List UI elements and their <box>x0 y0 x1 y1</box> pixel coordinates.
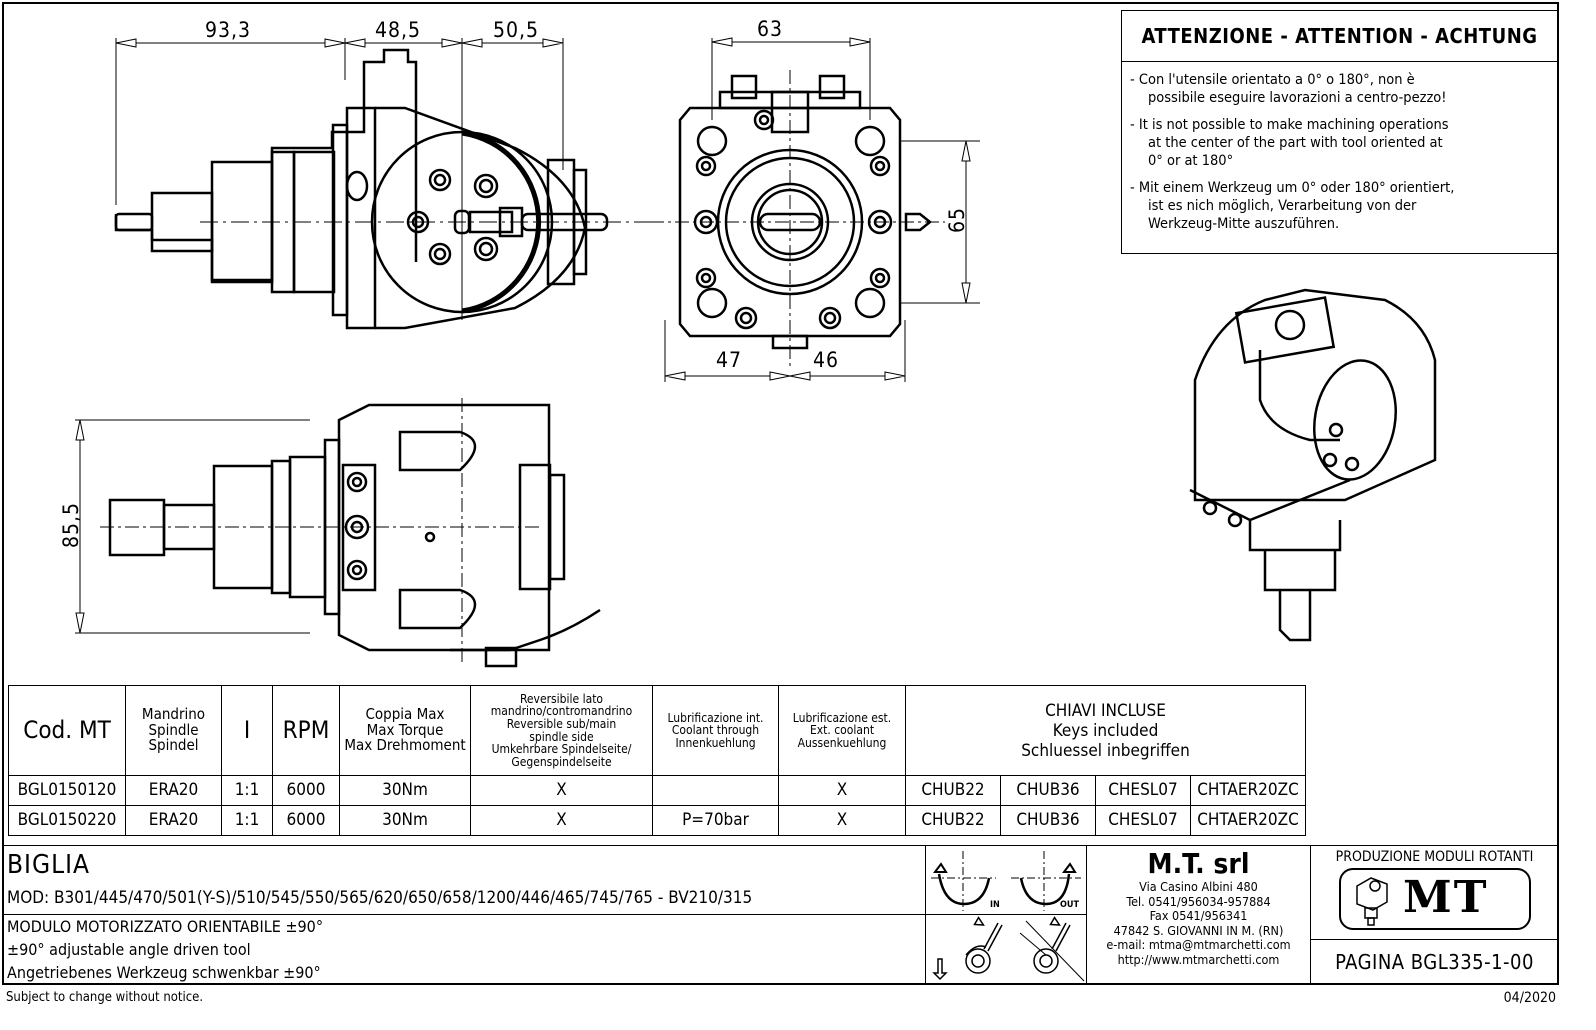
description-de: Angetriebenes Werkzeug schwenkbar ±90° <box>7 963 321 982</box>
header-reversible: Reversibile lato mandrino/contromandrino… <box>470 685 653 776</box>
key-usage-block <box>925 914 1087 985</box>
rotate-in-icon <box>937 873 991 906</box>
header-torque: Coppia Max Max Torque Max Drehmoment <box>339 685 471 776</box>
cell-key: CHTAER20ZC <box>1190 805 1306 836</box>
header-ratio: I <box>221 685 273 776</box>
company-email[interactable]: e-mail: mtma@mtmarchetti.com <box>1106 937 1291 952</box>
top-view <box>75 398 601 668</box>
brand-block: BIGLIA MOD: B301/445/470/501(Y-S)/510/54… <box>2 845 926 915</box>
company-website[interactable]: http://www.mtmarchetti.com <box>1117 951 1280 967</box>
dimension-label: 63 <box>757 17 784 41</box>
cell-spindle: ERA20 <box>125 805 222 836</box>
dimension-label: 47 <box>716 348 743 372</box>
cell-rpm: 6000 <box>272 775 340 806</box>
rotation-direction-block: IN OUT <box>925 845 1087 915</box>
description-block: MODULO MOTORIZZATO ORIENTABILE ±90° ±90°… <box>2 914 926 985</box>
header-ext-coolant: Lubrificazione est. Ext. coolant Aussenk… <box>778 685 906 776</box>
header-rpm: RPM <box>272 685 340 776</box>
dimension-label: 65 <box>945 206 970 234</box>
isometric-view <box>1189 288 1437 642</box>
company-block: M.T. srl Via Casino Albini 480 Tel. 0541… <box>1086 845 1311 985</box>
wrench-icons <box>932 916 1085 982</box>
cell-ratio: 1:1 <box>221 775 273 806</box>
header-code: Cod. MT <box>8 685 126 776</box>
dimension-label: 46 <box>813 348 840 372</box>
brand-name: BIGLIA <box>7 850 90 880</box>
cell-ext-coolant: X <box>778 805 906 836</box>
revision-date: 04/2020 <box>1503 990 1556 1006</box>
rotate-in-label: IN <box>990 900 1000 910</box>
change-notice: Subject to change without notice. <box>6 990 204 1005</box>
mt-logo: MT <box>1339 868 1531 930</box>
attention-box: ATTENZIONE - ATTENTION - ACHTUNG - Con l… <box>1121 10 1558 254</box>
logo-text: MT <box>1403 872 1489 923</box>
company-fax: Fax 0541/956341 <box>1149 908 1248 923</box>
spec-table: Cod. MT Mandrino Spindle Spindel I RPM C… <box>8 685 1306 836</box>
cell-key: CHESL07 <box>1095 805 1191 836</box>
cell-key: CHUB22 <box>905 805 1001 836</box>
cell-torque: 30Nm <box>339 805 471 836</box>
dimension-label: 93,3 <box>205 18 252 42</box>
dimension-label: 85,5 <box>59 501 84 549</box>
header-spindle: Mandrino Spindle Spindel <box>125 685 222 776</box>
attention-item-en: - It is not possible to make machining o… <box>1130 117 1449 169</box>
attention-item-de: - Mit einem Werkzeug um 0° oder 180° ori… <box>1130 180 1455 232</box>
module-logo-icon <box>1356 877 1388 926</box>
cell-key: CHESL07 <box>1095 775 1191 806</box>
company-name: M.T. srl <box>1147 847 1250 880</box>
cell-key: CHUB36 <box>1000 775 1096 806</box>
table-header-row: Cod. MT Mandrino Spindle Spindel I RPM C… <box>8 685 1306 776</box>
company-city: 47842 S. GIOVANNI IN M. (RN) <box>1113 922 1284 938</box>
wrench-correct-icon <box>932 916 1003 981</box>
table-row: BGL0150120 ERA20 1:1 6000 30Nm X X CHUB2… <box>8 775 1306 806</box>
production-block: PRODUZIONE MODULI ROTANTI MT <box>1310 845 1559 940</box>
cell-spindle: ERA20 <box>125 775 222 806</box>
cell-reversible: X <box>470 775 653 806</box>
model-list: MOD: B301/445/470/501(Y-S)/510/545/550/5… <box>7 888 753 908</box>
cell-ratio: 1:1 <box>221 805 273 836</box>
cell-key: CHTAER20ZC <box>1190 775 1306 806</box>
cell-ext-coolant: X <box>778 775 906 806</box>
cell-code: BGL0150220 <box>8 805 126 836</box>
wrench-incorrect-icon <box>1019 916 1085 982</box>
cell-reversible: X <box>470 805 653 836</box>
production-label: PRODUZIONE MODULI ROTANTI <box>1335 849 1534 865</box>
attention-item-it: - Con l'utensile orientato a 0° o 180°, … <box>1130 72 1447 106</box>
page-number: PAGINA BGL335-1-00 <box>1335 950 1534 974</box>
cell-torque: 30Nm <box>339 775 471 806</box>
side-view <box>114 38 660 330</box>
cell-key: CHUB22 <box>905 775 1001 806</box>
front-view <box>650 37 980 382</box>
cell-int-coolant <box>652 775 779 806</box>
cell-int-coolant: P=70bar <box>652 805 779 836</box>
page-block: PAGINA BGL335-1-00 <box>1310 939 1559 985</box>
rotate-out-label: OUT <box>1060 900 1079 910</box>
rotate-out-icon <box>1019 873 1071 906</box>
table-row: BGL0150220 ERA20 1:1 6000 30Nm X P=70bar… <box>8 805 1306 836</box>
cell-rpm: 6000 <box>272 805 340 836</box>
company-tel: Tel. 0541/956034-957884 <box>1126 893 1271 909</box>
cell-key: CHUB36 <box>1000 805 1096 836</box>
description-it: MODULO MOTORIZZATO ORIENTABILE ±90° <box>7 917 324 936</box>
header-int-coolant: Lubrificazione int. Coolant through Inne… <box>652 685 779 776</box>
header-keys: CHIAVI INCLUSE Keys included Schluessel … <box>905 685 1306 776</box>
description-en: ±90° adjustable angle driven tool <box>7 940 251 959</box>
attention-title: ATTENZIONE - ATTENTION - ACHTUNG <box>1122 11 1557 62</box>
company-address: Via Casino Albini 480 <box>1139 879 1258 894</box>
rotation-icons <box>931 851 1081 911</box>
cell-code: BGL0150120 <box>8 775 126 806</box>
dimension-label: 50,5 <box>493 18 540 42</box>
dimension-label: 48,5 <box>375 18 422 42</box>
